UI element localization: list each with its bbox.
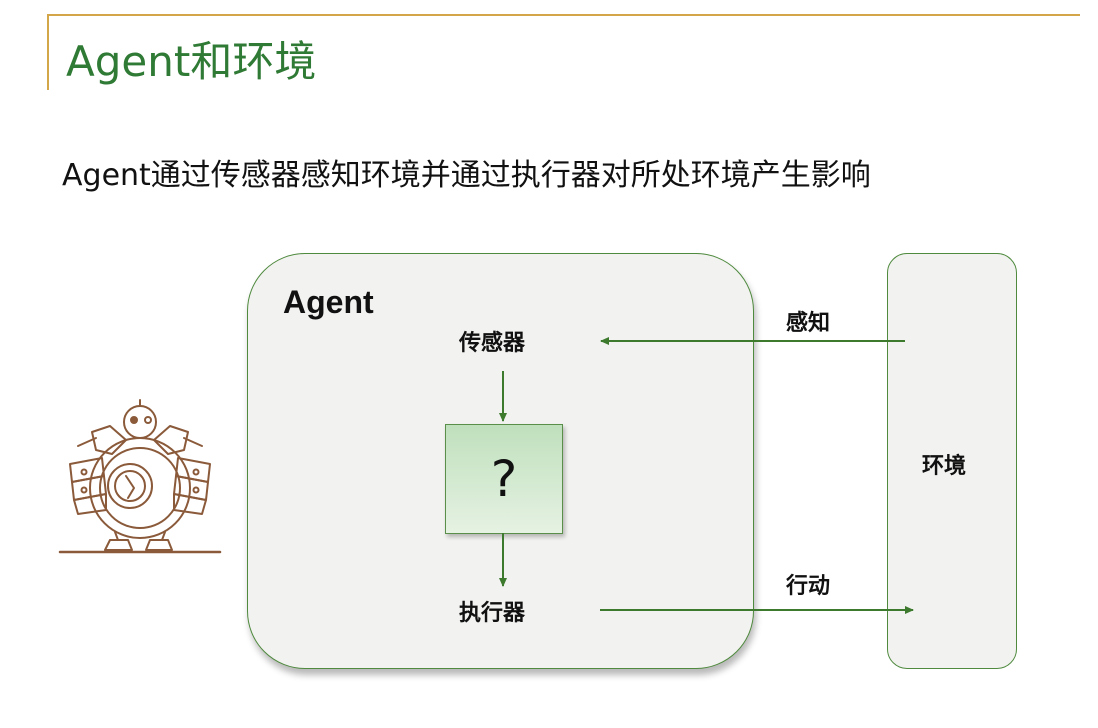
action-label: 行动 bbox=[786, 574, 831, 599]
agent-label: Agent bbox=[283, 284, 374, 320]
decision-box: ? bbox=[445, 424, 563, 534]
sensor-label: 传感器 bbox=[459, 331, 526, 356]
percept-label: 感知 bbox=[786, 311, 831, 336]
title-rule-left bbox=[47, 14, 49, 90]
environment-container bbox=[887, 253, 1017, 669]
title-rule-top bbox=[47, 14, 1080, 16]
environment-label: 环境 bbox=[922, 454, 967, 479]
decision-mark: ? bbox=[490, 450, 518, 508]
slide-title: Agent和环境 bbox=[66, 37, 317, 86]
slide-subtitle: Agent通过传感器感知环境并通过执行器对所处环境产生影响 bbox=[62, 158, 871, 193]
actuator-label: 执行器 bbox=[459, 601, 526, 626]
